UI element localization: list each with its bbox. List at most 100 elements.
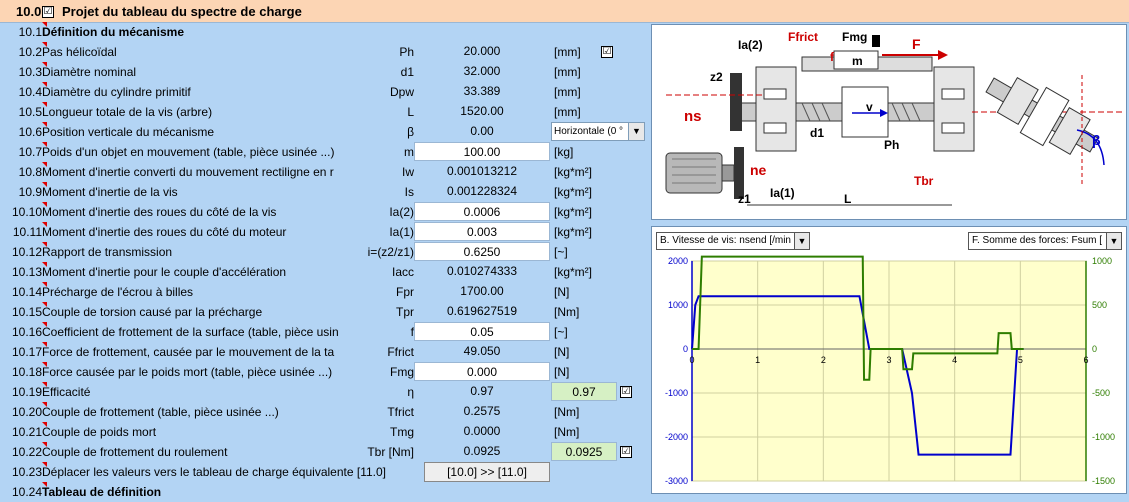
row-description: Couple de poids mort [42, 425, 157, 439]
row-unit: [~] [554, 245, 568, 259]
row-description: Longueur totale de la vis (arbre) [42, 105, 213, 119]
y-left-tick-label: -3000 [665, 476, 688, 486]
left-series-select[interactable]: B. Vitesse de vis: nsend [/min ▼ [656, 232, 810, 250]
label-ffrict: Ffrict [788, 30, 818, 44]
comment-marker [42, 362, 47, 367]
comment-marker [42, 462, 47, 467]
row-symbol: Ia(1) [389, 225, 414, 239]
position-select[interactable]: Horizontale (0 °▼ [551, 122, 645, 141]
row-description: Moment d'inertie pour le couple d'accélé… [42, 265, 287, 279]
comment-marker [42, 322, 47, 327]
row-unit: [kg*m²] [554, 165, 593, 179]
value-cell: 0.0925 [463, 444, 501, 458]
label-v: v [866, 100, 873, 114]
x-tick-label: 5 [1018, 355, 1023, 365]
row-checkbox[interactable]: ☑ [620, 386, 632, 398]
value-cell: 20.000 [463, 44, 501, 58]
comment-marker [42, 382, 47, 387]
comment-marker [42, 162, 47, 167]
transfer-button[interactable]: [10.0] >> [11.0] [424, 462, 550, 482]
value-input[interactable]: 0.05 [414, 322, 550, 341]
row-unit: [~] [554, 325, 568, 339]
section-checkbox[interactable]: ☑ [42, 6, 54, 18]
row-description: Rapport de transmission [42, 245, 173, 259]
value-input[interactable]: 0.003 [414, 222, 550, 241]
row-unit: [kg*m²] [554, 225, 593, 239]
value-input[interactable]: 0.0006 [414, 202, 550, 221]
row-number: 10.14 [11, 285, 42, 299]
value-cell: 1700.00 [460, 284, 504, 298]
row-number: 10.18 [11, 365, 42, 379]
label-ne: ne [750, 162, 767, 178]
chevron-down-icon: ▼ [794, 233, 809, 249]
row-description: Moment d'inertie converti du mouvement r… [42, 165, 334, 179]
comment-marker [42, 302, 47, 307]
label-z1: z1 [738, 192, 751, 206]
y-right-tick-label: 1000 [1092, 256, 1112, 266]
value-cell: 32.000 [463, 64, 501, 78]
comment-marker [42, 342, 47, 347]
value-cell: 0.2575 [463, 404, 501, 418]
row-number: 10.9 [18, 185, 42, 199]
comment-marker [42, 282, 47, 287]
value-cell: 0.001013212 [446, 164, 518, 178]
value-input[interactable]: 0.6250 [414, 242, 550, 261]
row-unit: [N] [554, 285, 570, 299]
row-symbol: β [407, 125, 414, 139]
row-description: Position verticale du mécanisme [42, 125, 215, 139]
row-symbol: f [410, 325, 414, 339]
row-description: Efficacité [42, 385, 91, 399]
y-left-tick-label: 0 [683, 344, 688, 354]
section-number: 10.0 [16, 4, 42, 19]
value-cell: 0.619627519 [446, 304, 518, 318]
row-symbol: Ffrict [387, 345, 414, 359]
row-number: 10.17 [11, 345, 42, 359]
row-unit: [kg*m²] [554, 185, 593, 199]
x-tick-label: 0 [689, 355, 694, 365]
comment-marker [42, 182, 47, 187]
section-title: Projet du tableau du spectre de charge [62, 4, 302, 19]
value-cell: 1520.00 [460, 104, 504, 118]
label-f: F [912, 36, 921, 52]
x-tick-label: 2 [821, 355, 826, 365]
row-symbol: Tpr [396, 305, 414, 319]
value-input[interactable]: 100.00 [414, 142, 550, 161]
label-f-small: f [830, 50, 835, 64]
row-unit: [mm] [554, 65, 581, 79]
row-unit: [kg] [554, 145, 574, 159]
value-input[interactable]: 0.0925 [551, 442, 617, 461]
value-cell: 0.0000 [463, 424, 501, 438]
label-d1: d1 [810, 126, 824, 140]
row-number: 10.8 [18, 165, 42, 179]
right-series-select[interactable]: F. Somme des forces: Fsum [ ▼ [968, 232, 1122, 250]
row-number: 10.23 [11, 465, 42, 479]
row-symbol: m [404, 145, 414, 159]
label-l: L [844, 192, 851, 206]
row-number: 10.2 [18, 45, 42, 59]
value-cell: 0.001228324 [446, 184, 518, 198]
value-input[interactable]: 0.000 [414, 362, 550, 381]
row-checkbox[interactable]: ☑ [601, 46, 613, 58]
row-checkbox[interactable]: ☑ [620, 446, 632, 458]
value-cell: 33.389 [463, 84, 501, 98]
row-number: 10.20 [11, 405, 42, 419]
y-left-tick-label: 2000 [668, 256, 688, 266]
value-input[interactable]: 0.97 [551, 382, 617, 401]
row-symbol: Fpr [396, 285, 414, 299]
comment-marker [42, 422, 47, 427]
row-symbol: d1 [400, 65, 414, 79]
row-symbol: Dpw [389, 85, 414, 99]
label-tbr: Tbr [914, 174, 934, 188]
row-number: 10.6 [18, 125, 42, 139]
row-symbol: Fmg [390, 365, 414, 379]
